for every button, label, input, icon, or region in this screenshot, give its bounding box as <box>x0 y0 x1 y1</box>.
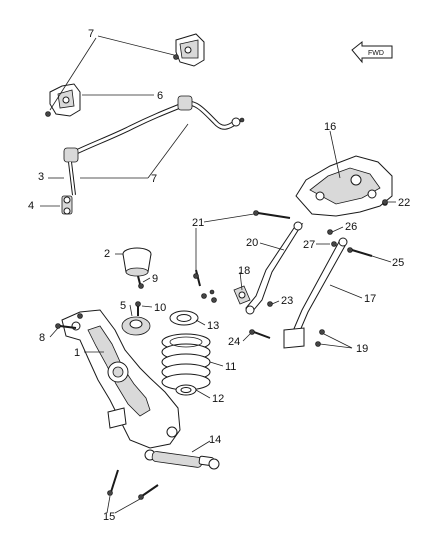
stabilizer-bracket-upper <box>173 33 205 67</box>
callout-1: 1 <box>74 347 80 359</box>
nut-23 <box>267 301 273 307</box>
stabilizer-bar <box>63 95 245 196</box>
callout-16: 16 <box>324 121 336 133</box>
nut-10 <box>135 301 141 316</box>
nuts-26-27 <box>327 229 337 247</box>
stabilizer-bracket-left <box>45 83 81 117</box>
callout-7-upper: 7 <box>88 28 94 40</box>
lower-control-arm <box>61 309 181 449</box>
callout-5: 5 <box>120 300 126 312</box>
callout-9: 9 <box>152 273 158 285</box>
trailing-link <box>283 237 348 349</box>
coil-spring <box>161 333 211 391</box>
forward-label: FWD <box>368 50 384 57</box>
jounce-bumper <box>122 247 152 277</box>
nuts-19 <box>315 329 325 347</box>
bolt-25 <box>347 247 373 257</box>
callout-6: 6 <box>157 90 163 102</box>
bolt-22 <box>382 199 388 205</box>
callout-2: 2 <box>104 248 110 260</box>
callout-24: 24 <box>228 336 240 348</box>
forward-direction-arrow: FWD <box>351 40 393 64</box>
shock-absorber <box>144 449 220 470</box>
rear-crossmember-bracket <box>295 155 393 217</box>
callout-18: 18 <box>238 265 250 277</box>
callout-10: 10 <box>154 302 166 314</box>
spring-seat-plate <box>121 316 151 336</box>
callout-19: 19 <box>356 343 368 355</box>
callout-12: 12 <box>212 393 224 405</box>
callout-21: 21 <box>192 217 204 229</box>
spring-isolator-upper <box>169 310 199 326</box>
callout-3: 3 <box>38 171 44 183</box>
bolt-8 <box>55 313 83 329</box>
callout-8: 8 <box>39 332 45 344</box>
callout-27: 27 <box>303 239 315 251</box>
bushing-18 <box>233 285 251 305</box>
callout-7-lower: 7 <box>151 173 157 185</box>
callout-17: 17 <box>364 293 376 305</box>
callout-13: 13 <box>207 320 219 332</box>
callout-4: 4 <box>28 200 34 212</box>
bolt-24 <box>249 329 271 339</box>
callout-26: 26 <box>345 221 357 233</box>
bolt-cluster-center <box>201 289 217 303</box>
upper-control-arm <box>245 221 304 315</box>
leader-lines <box>40 35 396 514</box>
callout-22: 22 <box>398 197 410 209</box>
bolt-9 <box>137 275 144 289</box>
stabilizer-link <box>61 195 73 215</box>
callout-23: 23 <box>281 295 293 307</box>
callout-20: 20 <box>246 237 258 249</box>
bolts-15 <box>107 469 159 500</box>
callout-11: 11 <box>225 361 236 373</box>
callout-labels: 7 6 7 3 4 2 9 5 10 13 8 1 11 12 14 15 16… <box>28 28 410 523</box>
callout-14: 14 <box>209 434 221 446</box>
spring-isolator-lower <box>175 384 197 396</box>
callout-25: 25 <box>392 257 404 269</box>
callout-15: 15 <box>103 511 115 523</box>
bolt-21 <box>193 210 291 287</box>
